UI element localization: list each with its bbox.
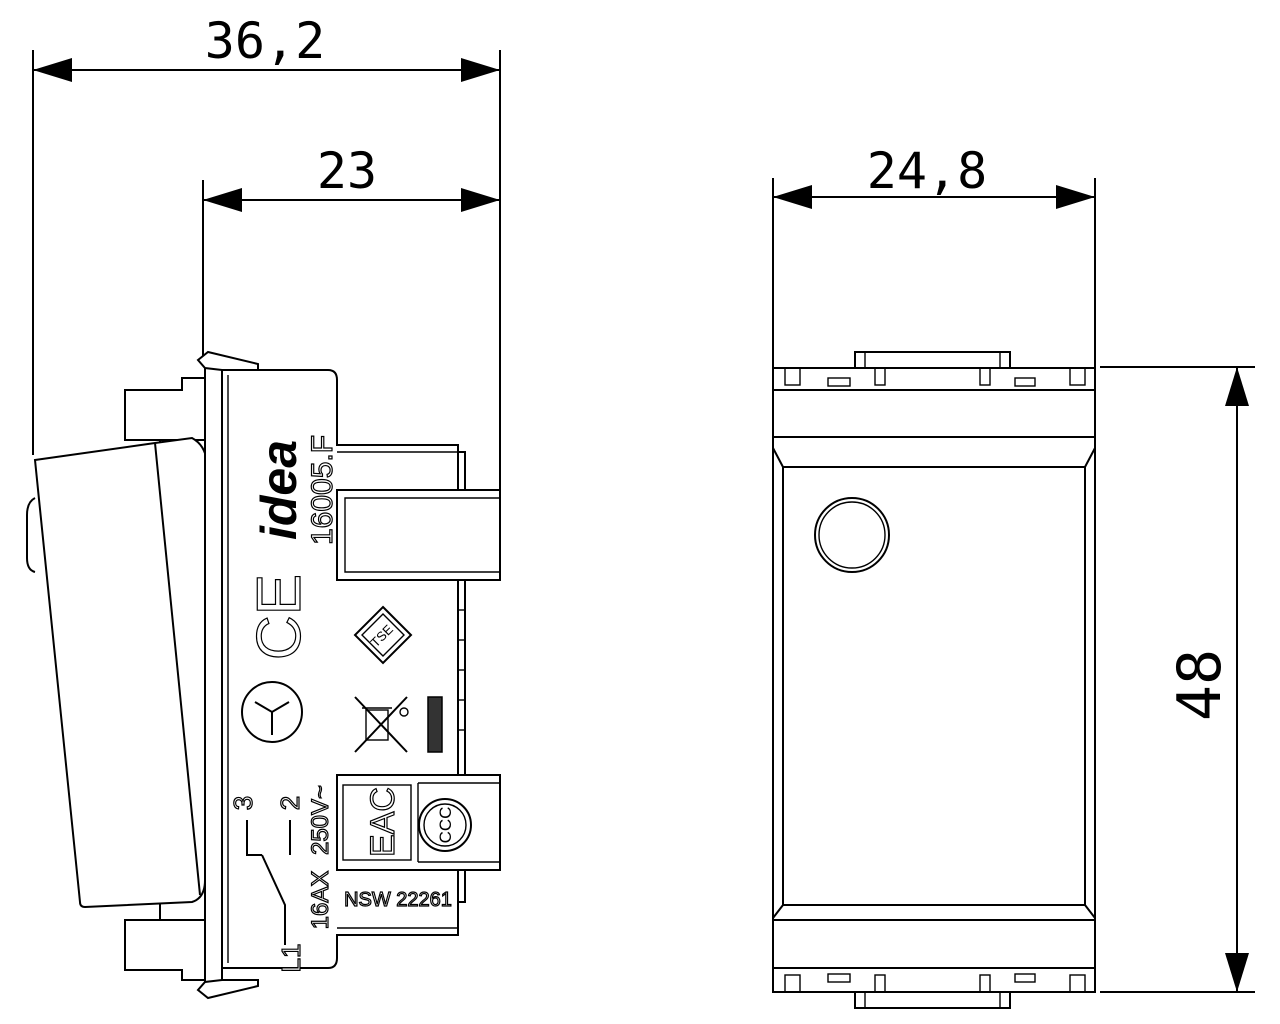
dimension-rear-depth: 23 — [202, 142, 500, 358]
eac-label: EAC — [364, 787, 402, 857]
body-rib — [457, 869, 466, 903]
switch-schematic-icon — [246, 820, 291, 945]
weee-bin-icon — [354, 696, 409, 753]
dimension-height: 48 — [1100, 366, 1255, 993]
dimension-label-rear-depth: 23 — [317, 142, 377, 200]
arrow-head-right — [1056, 185, 1095, 209]
bottom-latch — [854, 991, 1011, 1009]
body-rib — [457, 579, 466, 776]
dimension-overall-depth: 36,2 — [32, 12, 501, 490]
arrow-head-top — [1225, 367, 1249, 406]
voltage-rating: 250V~ — [307, 785, 334, 855]
arrow-head-left — [773, 185, 812, 209]
dimension-width: 24,8 — [772, 142, 1096, 368]
rocker-bottom-bevel — [772, 904, 1096, 919]
model-number: 16005.F — [306, 435, 339, 545]
ccc-label: CCC — [436, 807, 455, 844]
dimension-label-overall-depth: 36,2 — [205, 12, 325, 70]
clip-bottom — [196, 979, 259, 1000]
dimension-label-height: 48 — [1165, 649, 1235, 721]
ccc-mark: CCC — [418, 798, 472, 852]
certification-circle-icon — [241, 681, 303, 743]
mounting-tab-top — [124, 377, 206, 441]
body-rib — [457, 451, 466, 491]
brand-logo: idea — [251, 440, 307, 540]
current-rating: 16AX — [307, 871, 334, 930]
terminal-3-label: 3 — [228, 796, 258, 810]
rocker-top-bevel — [772, 447, 1096, 468]
terminal-l1-label: L1 — [276, 944, 306, 973]
dimension-label-width: 24,8 — [867, 142, 987, 200]
bottom-notches — [784, 973, 1086, 993]
arrow-head-left — [33, 58, 72, 82]
side-view: idea 16005.F CE TSE 3 2 L1 250V~ — [26, 350, 501, 1000]
top-latch — [854, 351, 1011, 369]
front-frame — [772, 367, 1096, 993]
front-flange — [204, 367, 223, 983]
approval-number: NSW 22261 — [344, 889, 452, 911]
arrow-head-right — [461, 188, 500, 212]
terminal-connector-top — [336, 489, 501, 581]
mounting-tab-bottom — [124, 919, 206, 981]
arrow-head-left — [203, 188, 242, 212]
terminal-2-label: 2 — [275, 796, 305, 810]
top-notches — [784, 367, 1086, 387]
rib-ticks — [458, 609, 465, 731]
rocker-key — [33, 436, 209, 909]
clip-top — [196, 350, 259, 371]
indicator-lens-icon — [814, 497, 890, 573]
rocker-bump — [26, 497, 36, 573]
rocker-side-face — [154, 442, 201, 896]
arrow-head-right — [461, 58, 500, 82]
weee-bar — [427, 696, 443, 753]
arrow-head-bottom — [1225, 953, 1249, 992]
eac-mark: EAC — [342, 784, 412, 861]
front-view — [772, 351, 1096, 1009]
ce-mark: CE — [245, 574, 314, 660]
